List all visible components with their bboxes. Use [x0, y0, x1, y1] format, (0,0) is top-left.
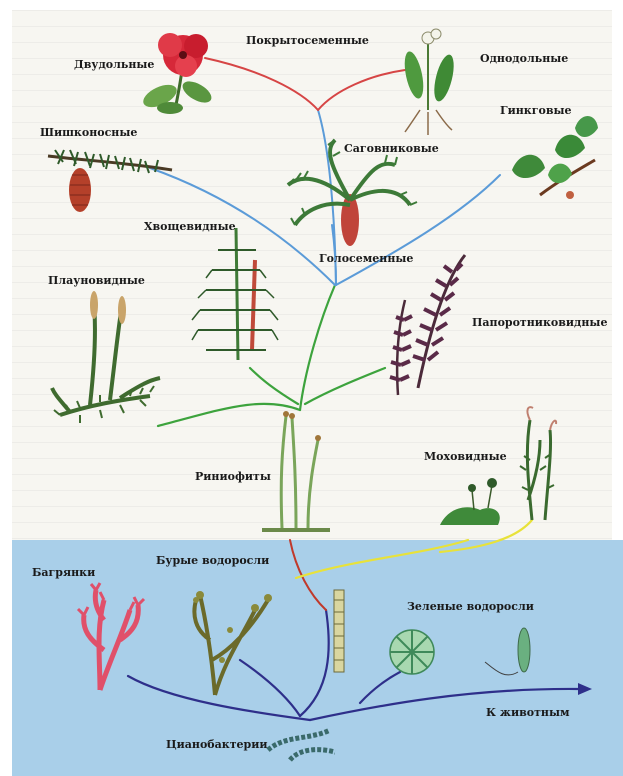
filament-algae-icon — [334, 590, 344, 672]
label-conifers: Шишконосные — [40, 126, 137, 139]
label-red-algae: Багрянки — [32, 566, 95, 579]
label-ginkgo: Гинкговые — [500, 104, 572, 117]
fern-frond-icon — [390, 255, 465, 395]
label-club-mosses: Плауновидные — [48, 274, 145, 287]
cyanobacteria-icon — [268, 730, 335, 760]
label-mosses: Моховидные — [424, 450, 507, 463]
branch-brown-algae — [240, 660, 300, 716]
horsetail-plant-icon — [192, 228, 278, 360]
label-monocots: Однодольные — [480, 52, 568, 65]
label-dicots: Двудольные — [74, 58, 154, 71]
rhyniophyte-plant-icon — [262, 411, 330, 530]
club-moss-plant-icon — [52, 291, 160, 423]
label-horsetails: Хвощевидные — [144, 220, 236, 233]
branch-trunk-algae — [300, 610, 329, 716]
branch-dicots — [205, 58, 318, 110]
label-to-animals: К животным — [486, 706, 570, 719]
red-algae-icon — [78, 583, 144, 690]
brown-algae-icon — [193, 591, 272, 695]
label-gymnosperms: Голосеменные — [319, 252, 413, 265]
branch-green-algae — [360, 672, 400, 703]
conifer-branch-icon — [48, 150, 172, 212]
branch-horsetails — [250, 368, 298, 404]
label-angiosperms: Покрытосеменные — [246, 34, 369, 47]
moss-plant-icon — [440, 407, 556, 525]
branch-rhyniophytes-left — [158, 404, 300, 426]
label-green-algae: Зеленые водоросли — [407, 600, 534, 613]
label-cyanobacteria: Цианобактерии — [166, 738, 268, 751]
monocots-plant-icon — [401, 29, 457, 135]
branch-ferns — [305, 368, 385, 404]
branch-ginkgo — [336, 175, 500, 285]
label-rhyniophytes: Риниофиты — [195, 470, 271, 483]
branch-monocots — [318, 70, 405, 110]
label-brown-algae: Бурые водоросли — [156, 554, 269, 567]
dicots-flower-icon — [140, 33, 215, 114]
cycad-plant-icon — [288, 140, 417, 246]
ginkgo-branch-icon — [512, 116, 598, 199]
branch-mosses — [296, 540, 468, 578]
green-algae-icon — [390, 628, 530, 675]
label-ferns: Папоротниковидные — [472, 316, 607, 329]
arrow-head-icon — [578, 683, 592, 695]
label-cycads: Саговниковые — [344, 142, 439, 155]
